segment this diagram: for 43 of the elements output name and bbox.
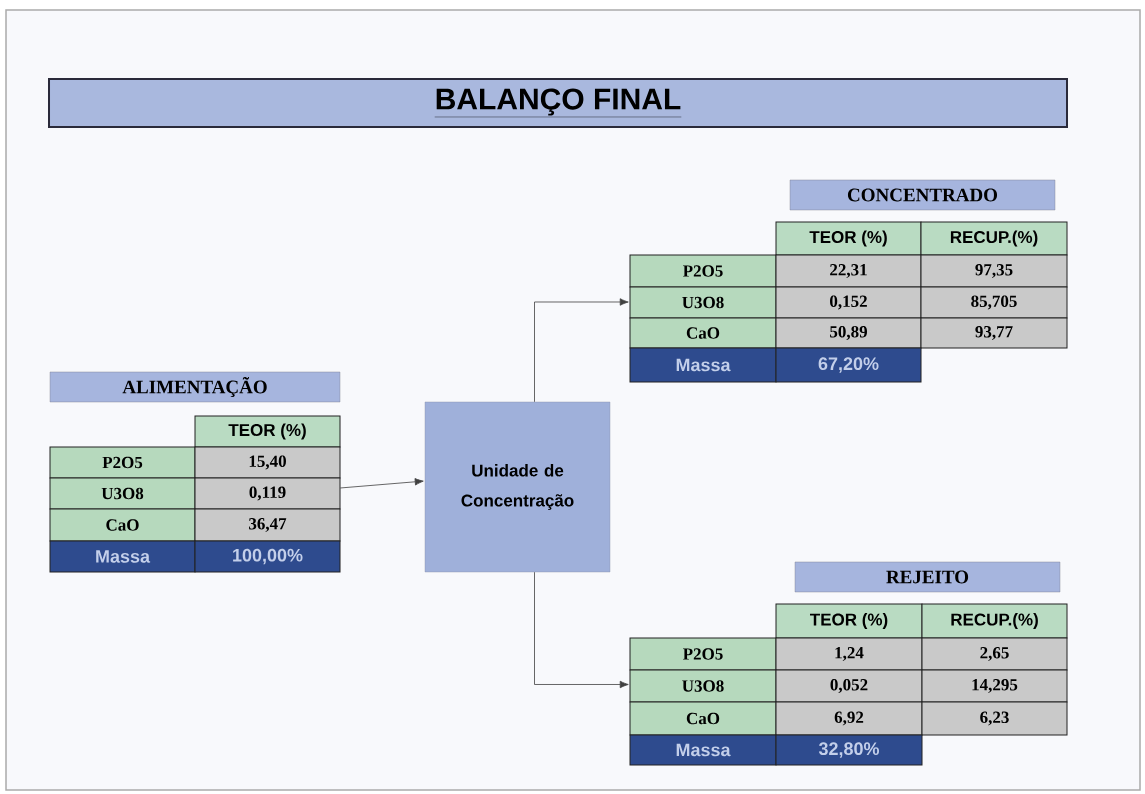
table-cell: 22,31 [775, 254, 922, 288]
table-cell: 67,20% [775, 347, 922, 383]
table-cell: 100,00% [194, 540, 341, 573]
process-box: Unidade de Concentração [424, 401, 611, 573]
table-cell: 0,052 [775, 669, 923, 703]
table-cell: Massa [49, 540, 196, 573]
table-cell: P2O5 [629, 254, 777, 288]
table-cell: RECUP.(%) [920, 221, 1068, 256]
table-cell: TEOR (%) [775, 603, 923, 639]
table-cell: TEOR (%) [194, 415, 341, 448]
table-cell: RECUP.(%) [921, 603, 1068, 639]
table-cell: U3O8 [629, 286, 777, 319]
table-cell: U3O8 [629, 669, 777, 703]
table-heading: ALIMENTAÇÃO [49, 371, 341, 403]
table-cell: 15,40 [194, 446, 341, 479]
table-cell: Massa [629, 347, 777, 383]
table-cell: Massa [629, 734, 777, 766]
table-cell: 32,80% [775, 734, 923, 766]
table-cell: CaO [49, 508, 196, 542]
table-cell: TEOR (%) [775, 221, 922, 256]
table-cell: 50,89 [775, 317, 922, 349]
table-cell: 0,152 [775, 286, 922, 319]
table-cell: U3O8 [49, 477, 196, 510]
table-cell: CaO [629, 317, 777, 349]
title-banner: BALANÇO FINAL [48, 78, 1068, 128]
table-cell: 6,23 [921, 701, 1068, 736]
table-cell: 1,24 [775, 637, 923, 671]
table-cell: 36,47 [194, 508, 341, 542]
table-cell: 2,65 [921, 637, 1068, 671]
table-cell: 14,295 [921, 669, 1068, 703]
table-cell: 6,92 [775, 701, 923, 736]
table-cell: CaO [629, 701, 777, 736]
table-cell: 97,35 [920, 254, 1068, 288]
table-cell: 93,77 [920, 317, 1068, 349]
table-cell: P2O5 [49, 446, 196, 479]
table-cell: 85,705 [920, 286, 1068, 319]
table-cell: P2O5 [629, 637, 777, 671]
table-cell: 0,119 [194, 477, 341, 510]
arrow [534, 298, 629, 403]
table-heading: CONCENTRADO [789, 179, 1056, 211]
table-heading: REJEITO [794, 561, 1061, 593]
arrow [339, 478, 424, 489]
arrow [534, 571, 629, 689]
